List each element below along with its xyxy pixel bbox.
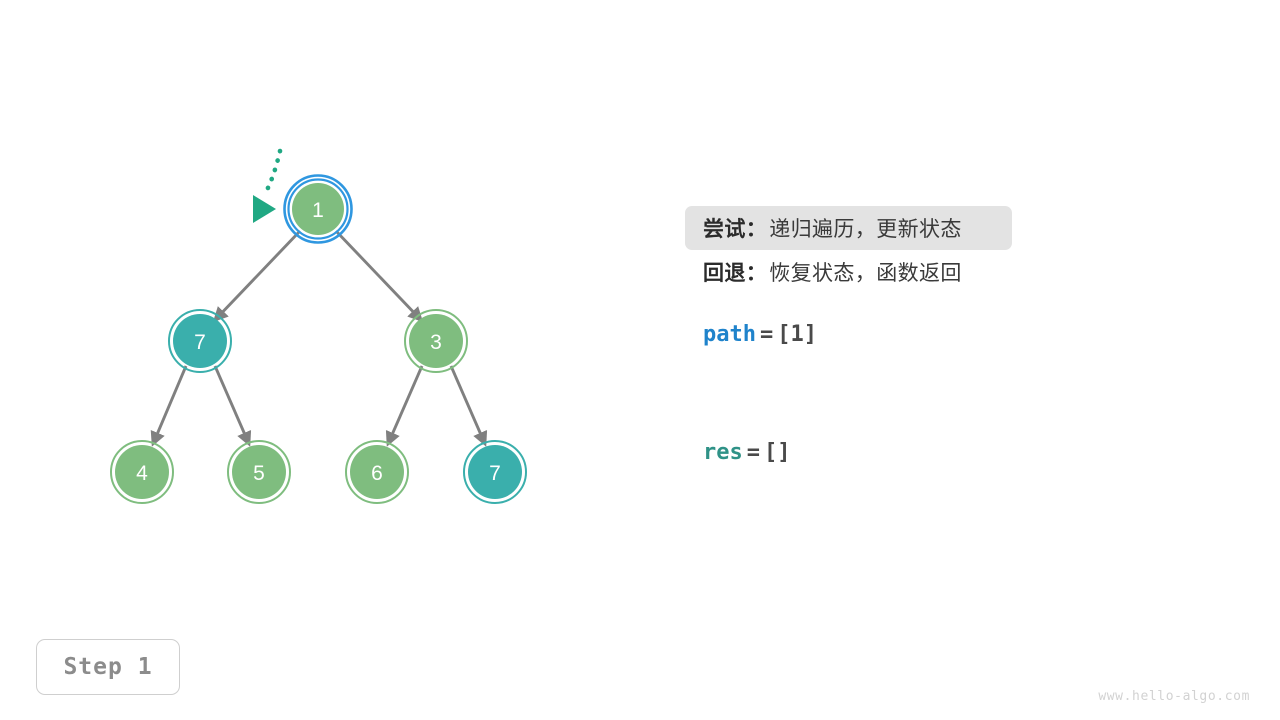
res-variable-row: res = [] bbox=[685, 432, 1225, 472]
node-fill bbox=[232, 445, 286, 499]
node-label: 5 bbox=[253, 462, 265, 485]
tree-node-3[interactable]: 3 bbox=[404, 309, 468, 373]
edge-1-to-7 bbox=[212, 229, 302, 323]
tree-node-4[interactable]: 4 bbox=[110, 440, 174, 504]
node-label: 1 bbox=[312, 199, 324, 222]
node-label: 3 bbox=[430, 331, 442, 354]
tree-edges bbox=[150, 229, 488, 447]
edge-3-to-7 bbox=[449, 365, 488, 447]
path-variable-name: path bbox=[703, 321, 756, 347]
node-active-ring bbox=[283, 174, 353, 244]
pointer-dotted-curve bbox=[263, 148, 283, 195]
backtrack-note-text: 恢复状态，函数返回 bbox=[769, 262, 962, 285]
recursion-entry-pointer bbox=[253, 148, 283, 223]
pointer-arrowhead-icon bbox=[253, 195, 276, 223]
node-label: 7 bbox=[489, 462, 501, 485]
tree-node-5[interactable]: 5 bbox=[227, 440, 291, 504]
node-fill bbox=[292, 183, 344, 235]
node-fill bbox=[115, 445, 169, 499]
edge-3-to-6 bbox=[385, 365, 424, 447]
edge-7-to-4 bbox=[150, 365, 188, 447]
node-fill bbox=[468, 445, 522, 499]
tree-node-7-right[interactable]: 7 bbox=[463, 440, 527, 504]
watermark: www.hello-algo.com bbox=[1098, 689, 1250, 704]
node-outer-ring bbox=[168, 309, 232, 373]
node-outer-ring bbox=[345, 440, 409, 504]
tree-node-1[interactable]: 1 bbox=[283, 174, 353, 244]
tree-node-6[interactable]: 6 bbox=[345, 440, 409, 504]
path-equals-sign: = bbox=[759, 321, 774, 347]
step-badge: Step 1 bbox=[36, 639, 180, 695]
try-note-label: 尝试： bbox=[703, 218, 768, 241]
node-outer-ring bbox=[463, 440, 527, 504]
node-outer-ring bbox=[110, 440, 174, 504]
backtrack-note-label: 回退： bbox=[703, 262, 768, 285]
res-variable-value: [] bbox=[764, 439, 791, 465]
path-variable-value: [1] bbox=[777, 321, 817, 347]
node-label: 6 bbox=[371, 462, 383, 485]
try-note-row: 尝试： 递归遍历，更新状态 bbox=[685, 206, 1012, 250]
node-fill bbox=[350, 445, 404, 499]
try-note-text: 递归遍历，更新状态 bbox=[769, 218, 962, 241]
res-variable-name: res bbox=[703, 439, 743, 465]
node-fill bbox=[409, 314, 463, 368]
tree-diagram: 1 7 3 4 5 6 7 bbox=[110, 148, 527, 504]
res-equals-sign: = bbox=[746, 439, 760, 465]
info-panel: 尝试： 递归遍历，更新状态 回退： 恢复状态，函数返回 path = [1] r… bbox=[685, 206, 1225, 472]
backtrack-note-row: 回退： 恢复状态，函数返回 bbox=[685, 250, 1225, 294]
node-fill bbox=[173, 314, 227, 368]
edge-1-to-3 bbox=[334, 229, 424, 323]
edge-7-to-5 bbox=[213, 365, 252, 447]
node-label: 4 bbox=[136, 462, 148, 485]
tree-node-7-left[interactable]: 7 bbox=[168, 309, 232, 373]
node-outer-ring bbox=[404, 309, 468, 373]
node-label: 7 bbox=[194, 331, 206, 354]
node-outer-ring bbox=[227, 440, 291, 504]
path-variable-row: path = [1] bbox=[685, 314, 1225, 354]
node-outer-ring bbox=[287, 178, 349, 240]
